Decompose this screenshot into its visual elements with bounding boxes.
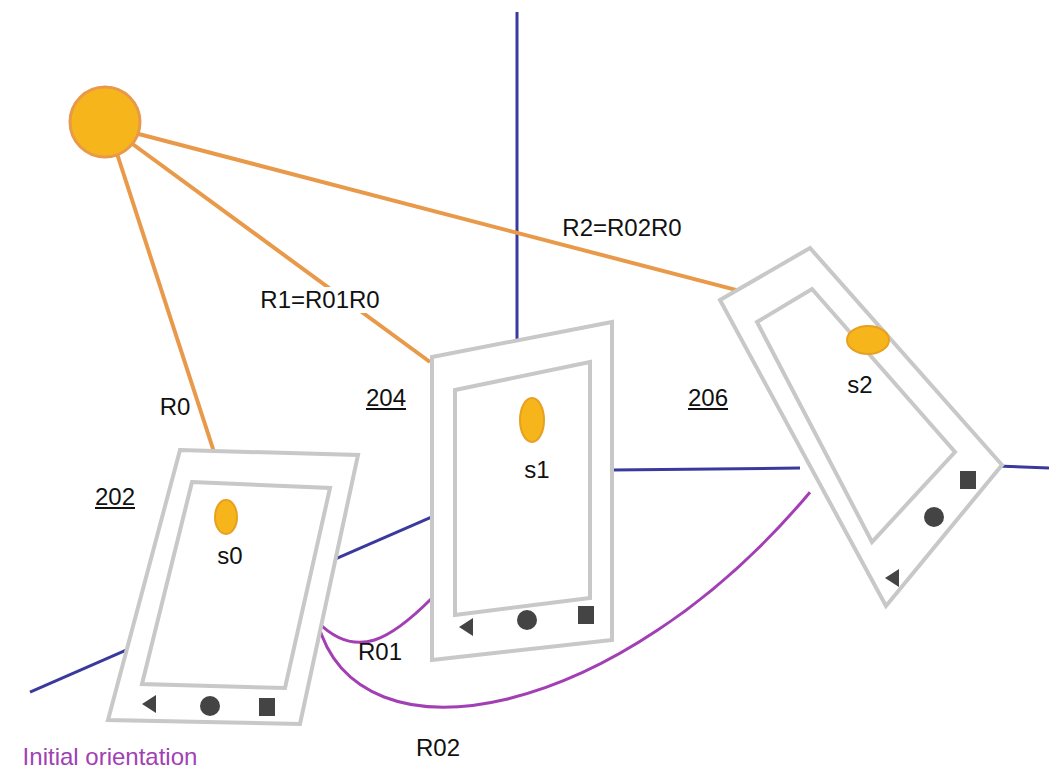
rotation-label: R01 bbox=[358, 640, 402, 664]
sensor-label: s1 bbox=[524, 458, 549, 482]
sun-image bbox=[520, 398, 544, 442]
callout-number: 204 bbox=[366, 386, 406, 410]
phone-body bbox=[108, 450, 358, 724]
home-button bbox=[924, 507, 944, 527]
axis-line bbox=[996, 466, 1049, 468]
phone-device: 206s2 bbox=[705, 244, 1005, 609]
phone-screen bbox=[757, 289, 955, 542]
phone-screen bbox=[142, 482, 330, 688]
callout-number: 202 bbox=[95, 485, 135, 509]
rotation-label: R2=R02R0 bbox=[559, 215, 684, 241]
sensor-label: s0 bbox=[217, 544, 242, 568]
back-button bbox=[142, 695, 156, 713]
rotation-label: R1=R01R0 bbox=[257, 287, 382, 313]
light-ray bbox=[108, 126, 805, 308]
sun bbox=[70, 87, 140, 157]
axis-line bbox=[612, 468, 800, 470]
phone-body bbox=[432, 322, 612, 660]
axis-line bbox=[516, 12, 519, 360]
rotation-curve bbox=[317, 598, 432, 642]
phone-outline bbox=[705, 244, 1005, 609]
rotation-label: R0 bbox=[160, 395, 191, 419]
light-ray bbox=[108, 126, 215, 455]
menu-button bbox=[578, 606, 594, 624]
back-button bbox=[459, 618, 473, 636]
sensor-label: s2 bbox=[847, 373, 872, 397]
menu-button bbox=[960, 471, 976, 489]
caption-note: Initial orientation bbox=[23, 745, 198, 769]
light-ray bbox=[108, 126, 430, 362]
sun-image bbox=[215, 500, 237, 534]
back-button bbox=[885, 569, 899, 587]
phone-device: 204s1 bbox=[428, 318, 618, 664]
home-button bbox=[517, 610, 537, 630]
phone-outline bbox=[100, 445, 365, 730]
callout-number: 206 bbox=[688, 386, 728, 410]
phone-body bbox=[720, 248, 1002, 606]
menu-button bbox=[259, 698, 275, 716]
phone-screen bbox=[455, 362, 590, 615]
home-button bbox=[200, 696, 220, 716]
rotation-label: R02 bbox=[416, 736, 460, 760]
phone-device: 202s0 bbox=[100, 445, 365, 730]
phone-outline bbox=[428, 318, 618, 664]
sun-image bbox=[847, 326, 889, 354]
